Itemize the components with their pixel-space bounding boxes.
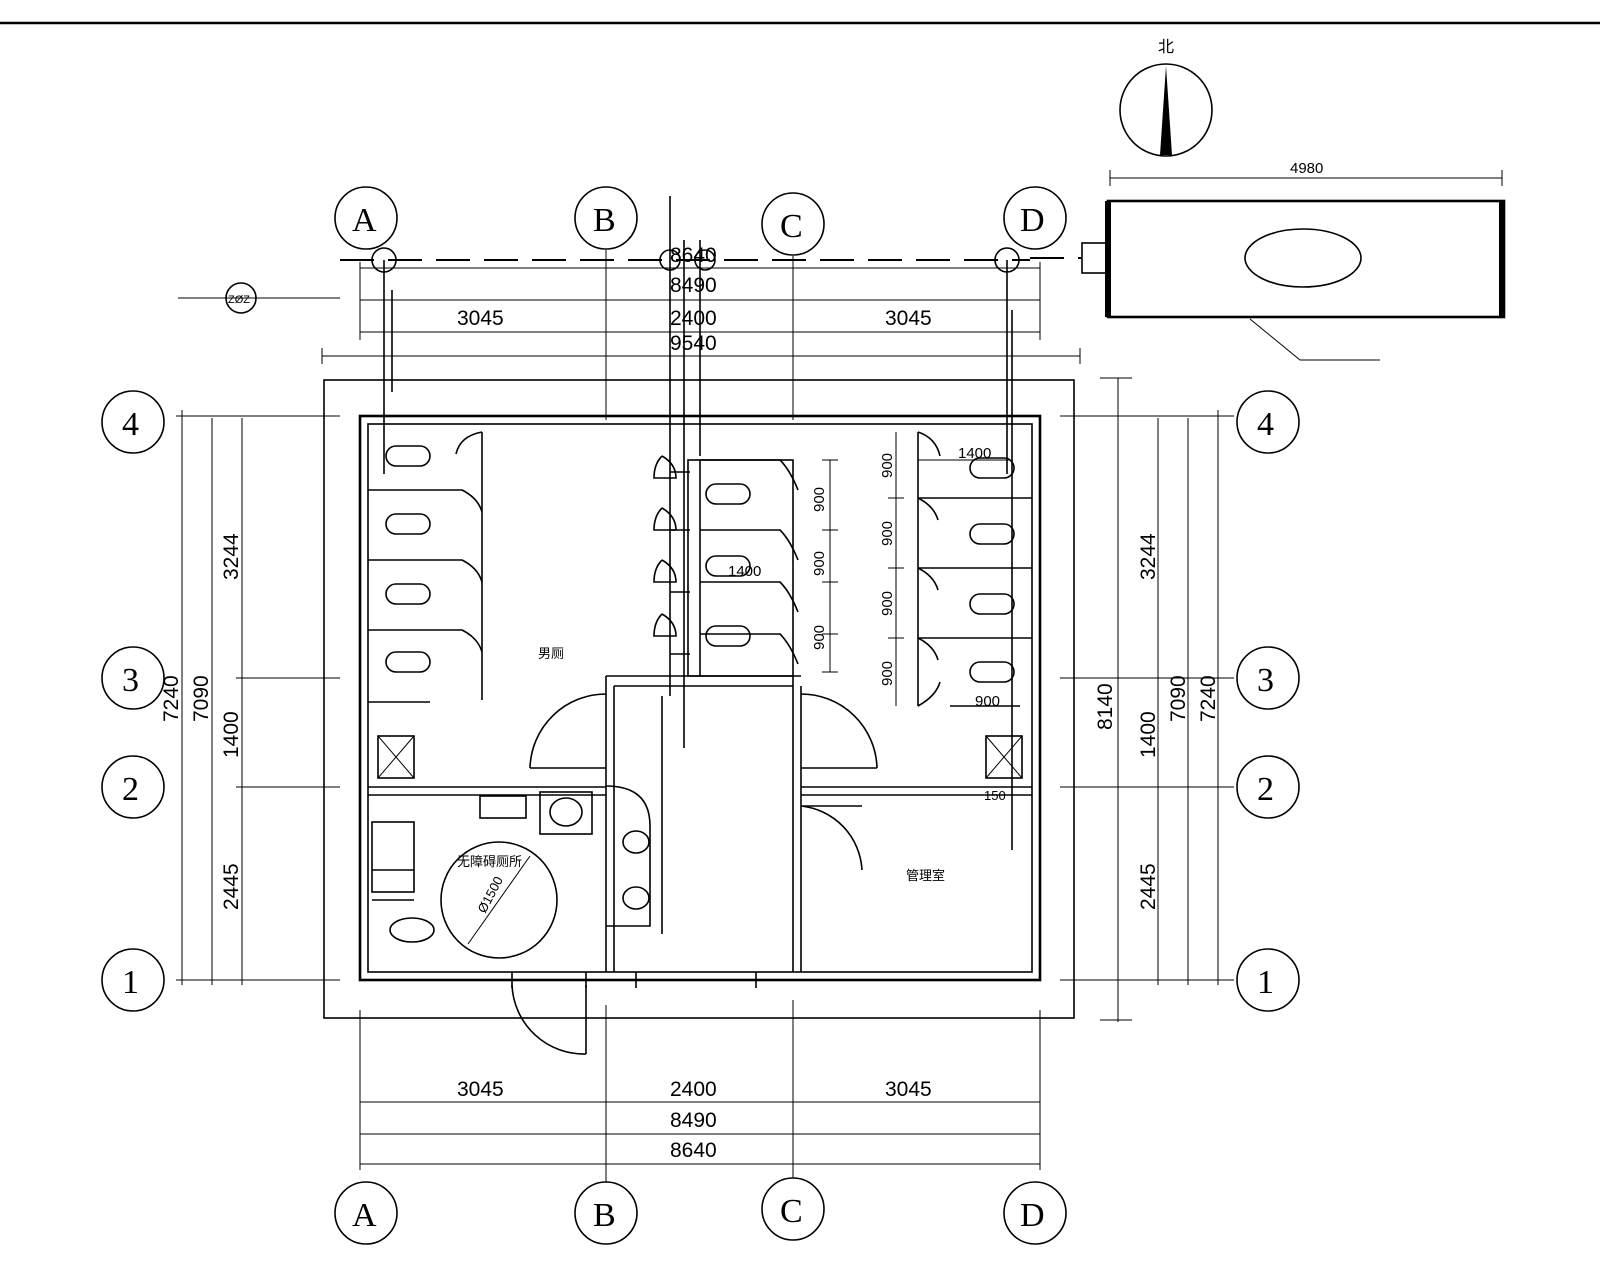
axis-label-left-2: 2 <box>122 771 139 808</box>
dim-top-overall-1: 8640 <box>670 244 717 267</box>
doors <box>511 693 878 1055</box>
dim-bottom-bay-ab: 3045 <box>457 1078 504 1101</box>
right-stall-dim-2: 900 <box>879 521 896 546</box>
right-clear-150: 150 <box>984 788 1006 803</box>
right-stall-dim-3: 900 <box>879 591 896 616</box>
axis-label-right-2: 2 <box>1257 771 1274 808</box>
accessible-circle-dia: Ø1500 <box>474 874 506 916</box>
management-room-label: 管理室 <box>906 868 945 883</box>
dim-right-overall-1: 7090 <box>1167 675 1190 722</box>
right-stall-1400: 1400 <box>958 445 991 462</box>
center-stall-dim-1: 900 <box>811 487 828 512</box>
axis-label-left-3: 3 <box>122 662 139 699</box>
right-stall-900-bottom: 900 <box>975 693 1000 710</box>
axis-bubbles-right: 4 3 2 1 <box>1236 390 1300 1012</box>
right-stalls <box>917 431 1032 707</box>
axis-label-right-1: 1 <box>1257 964 1274 1001</box>
center-stall-dim-2: 900 <box>811 551 828 576</box>
axis-label-bottom-a: A <box>352 1197 377 1234</box>
axis-label-bottom-c: C <box>780 1193 803 1230</box>
mens-room-label: 男厕 <box>538 646 564 661</box>
right-dimensions <box>1060 377 1234 1022</box>
dim-left-overall-2: 7240 <box>160 675 183 722</box>
left-dimensions <box>176 410 340 985</box>
dim-top-overall-2: 8490 <box>670 274 717 297</box>
left-stalls <box>368 431 483 703</box>
center-stall-dims <box>822 459 838 673</box>
building-walls <box>323 379 1075 1019</box>
axis-bubbles-bottom: A B C D <box>334 1177 1067 1245</box>
center-squat-toilets <box>705 483 751 647</box>
mop-sinks <box>377 735 1023 779</box>
dim-right-overall-2: 7240 <box>1197 675 1220 722</box>
bottom-dimensions <box>359 1000 1041 1182</box>
vertical-pipes <box>383 196 1013 934</box>
accessible-toilet-room <box>371 791 593 959</box>
dim-left-bay-43: 3244 <box>220 533 243 580</box>
tank-detail: 4980 <box>1030 160 1506 361</box>
dim-bottom-overall-2: 8640 <box>670 1139 717 1162</box>
north-arrow: 北 <box>1119 38 1213 157</box>
dim-right-roof: 8140 <box>1094 683 1117 730</box>
dim-top-bay-ab: 3045 <box>457 307 504 330</box>
dim-left-bay-32: 1400 <box>220 711 243 758</box>
right-stall-dims <box>888 432 1010 706</box>
center-stalls <box>670 459 799 665</box>
dim-right-bay-43: 3244 <box>1137 533 1160 580</box>
axis-label-bottom-d: D <box>1020 1197 1045 1234</box>
accessible-room-label: 无障碍厕所 <box>457 854 522 869</box>
axis-label-top-c: C <box>780 208 803 245</box>
dim-top-bay-cd: 3045 <box>885 307 932 330</box>
axis-label-bottom-b: B <box>593 1197 616 1234</box>
axis-label-right-3: 3 <box>1257 662 1274 699</box>
axis-bubbles-top: A B C D <box>334 186 1067 256</box>
dim-left-bay-21: 2445 <box>220 863 243 910</box>
svg-text:ZØZ: ZØZ <box>228 294 250 306</box>
dim-right-bay-21: 2445 <box>1137 863 1160 910</box>
right-stall-dim-1: 900 <box>879 453 896 478</box>
north-label: 北 <box>1158 38 1174 56</box>
dim-bottom-bay-bc: 2400 <box>670 1078 717 1101</box>
axis-bubbles-left: 4 3 2 1 <box>101 390 165 1012</box>
dim-bottom-overall-1: 8490 <box>670 1109 717 1132</box>
right-stall-dim-4: 900 <box>879 661 896 686</box>
dim-left-overall-1: 7090 <box>190 675 213 722</box>
wash-basins <box>605 785 651 927</box>
axis-label-left-4: 4 <box>122 406 139 443</box>
center-stall-1400: 1400 <box>728 563 761 580</box>
tank-width-dim: 4980 <box>1290 160 1323 177</box>
pipe-marker: ZØZ <box>178 282 340 314</box>
center-stall-dim-3: 900 <box>811 625 828 650</box>
dim-bottom-bay-cd: 3045 <box>885 1078 932 1101</box>
dim-top-bay-bc: 2400 <box>670 307 717 330</box>
axis-label-right-4: 4 <box>1257 406 1274 443</box>
dim-top-roof: 9540 <box>670 332 717 355</box>
axis-label-top-d: D <box>1020 202 1045 239</box>
right-squat-toilets <box>969 457 1015 683</box>
urinals <box>653 455 677 637</box>
dim-right-bay-32: 1400 <box>1137 711 1160 758</box>
axis-label-top-a: A <box>352 202 377 239</box>
axis-label-left-1: 1 <box>122 964 139 1001</box>
axis-label-top-b: B <box>593 202 616 239</box>
bottom-wall-marks <box>511 972 757 988</box>
left-squat-toilets <box>385 445 431 673</box>
